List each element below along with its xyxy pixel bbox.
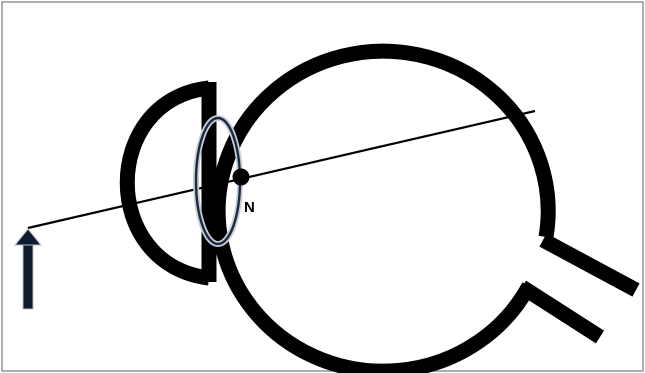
nodal-point-label: N	[244, 199, 255, 216]
nodal-point	[233, 169, 250, 186]
